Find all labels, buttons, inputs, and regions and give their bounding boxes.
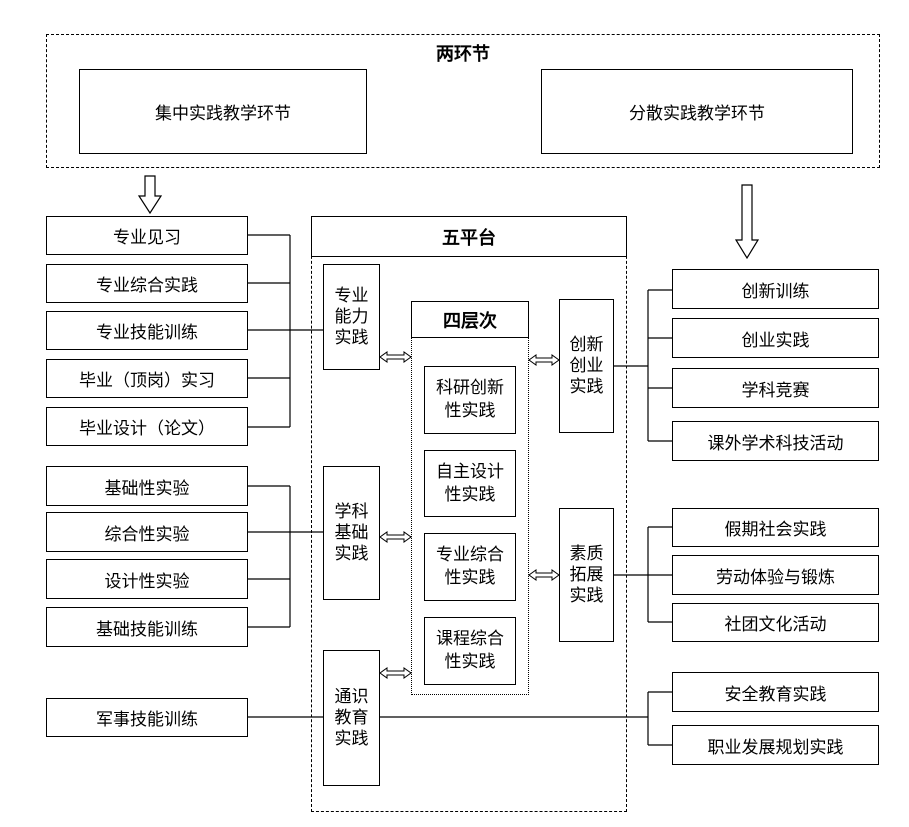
dispersed-link-box: 分散实践教学环节 bbox=[541, 69, 853, 154]
left-item-box: 基础性实验 bbox=[46, 466, 248, 506]
right-item-box: 社团文化活动 bbox=[672, 603, 879, 642]
right-item-box: 创新训练 bbox=[672, 269, 879, 309]
four-levels-title-box: 四层次 bbox=[411, 301, 529, 338]
four-level-label: 专业综合 性实践 bbox=[436, 545, 504, 588]
four-level-item: 科研创新 性实践 bbox=[424, 366, 516, 434]
right-item-box: 职业发展规划实践 bbox=[672, 725, 879, 765]
four-level-label: 课程综合 性实践 bbox=[436, 629, 504, 672]
five-platforms-title-box: 五平台 bbox=[311, 216, 627, 257]
left-item-box: 专业综合实践 bbox=[46, 264, 248, 303]
professional-ability-platform: 专业 能力 实践 bbox=[323, 264, 380, 370]
four-level-label: 科研创新 性实践 bbox=[436, 378, 504, 421]
right-item-box: 假期社会实践 bbox=[672, 508, 879, 547]
discipline-basic-platform: 学科 基础 实践 bbox=[323, 466, 380, 600]
four-level-item: 自主设计 性实践 bbox=[424, 450, 516, 517]
left-item-box: 专业技能训练 bbox=[46, 311, 248, 350]
left-item-box: 专业见习 bbox=[46, 216, 248, 255]
down-arrow-right bbox=[734, 184, 760, 260]
quality-expansion-platform: 素质 拓展 实践 bbox=[559, 508, 614, 642]
general-education-label: 通识 教育 实践 bbox=[334, 686, 369, 749]
innovation-entrepreneurship-platform: 创新 创业 实践 bbox=[559, 299, 614, 433]
four-level-item: 课程综合 性实践 bbox=[424, 617, 516, 685]
four-level-label: 自主设计 性实践 bbox=[436, 461, 504, 505]
right-item-box: 创业实践 bbox=[672, 318, 879, 358]
right-item-box: 学科竞赛 bbox=[672, 368, 879, 408]
right-item-box: 劳动体验与锻炼 bbox=[672, 555, 879, 595]
right-item-box: 课外学术科技活动 bbox=[672, 421, 879, 461]
military-training-box: 军事技能训练 bbox=[46, 698, 248, 737]
left-item-box: 设计性实验 bbox=[46, 559, 248, 599]
four-level-item: 专业综合 性实践 bbox=[424, 533, 516, 601]
five-platforms-title: 五平台 bbox=[442, 227, 496, 249]
right-item-box: 安全教育实践 bbox=[672, 672, 879, 712]
two-links-frame bbox=[46, 34, 880, 168]
professional-ability-label: 专业 能力 实践 bbox=[334, 285, 369, 348]
left-item-box: 基础技能训练 bbox=[46, 607, 248, 647]
left-item-box: 综合性实验 bbox=[46, 512, 248, 552]
two-links-title: 两环节 bbox=[436, 44, 490, 65]
left-item-box: 毕业设计（论文） bbox=[46, 407, 248, 446]
innovation-entrepreneurship-label: 创新 创业 实践 bbox=[569, 334, 604, 397]
concentrated-link-box: 集中实践教学环节 bbox=[79, 69, 367, 154]
left-item-box: 毕业（顶岗）实习 bbox=[46, 359, 248, 398]
quality-expansion-label: 素质 拓展 实践 bbox=[569, 543, 604, 606]
down-arrow-left bbox=[137, 175, 163, 215]
discipline-basic-label: 学科 基础 实践 bbox=[334, 501, 369, 564]
general-education-platform: 通识 教育 实践 bbox=[323, 650, 380, 786]
four-levels-title: 四层次 bbox=[443, 310, 497, 332]
